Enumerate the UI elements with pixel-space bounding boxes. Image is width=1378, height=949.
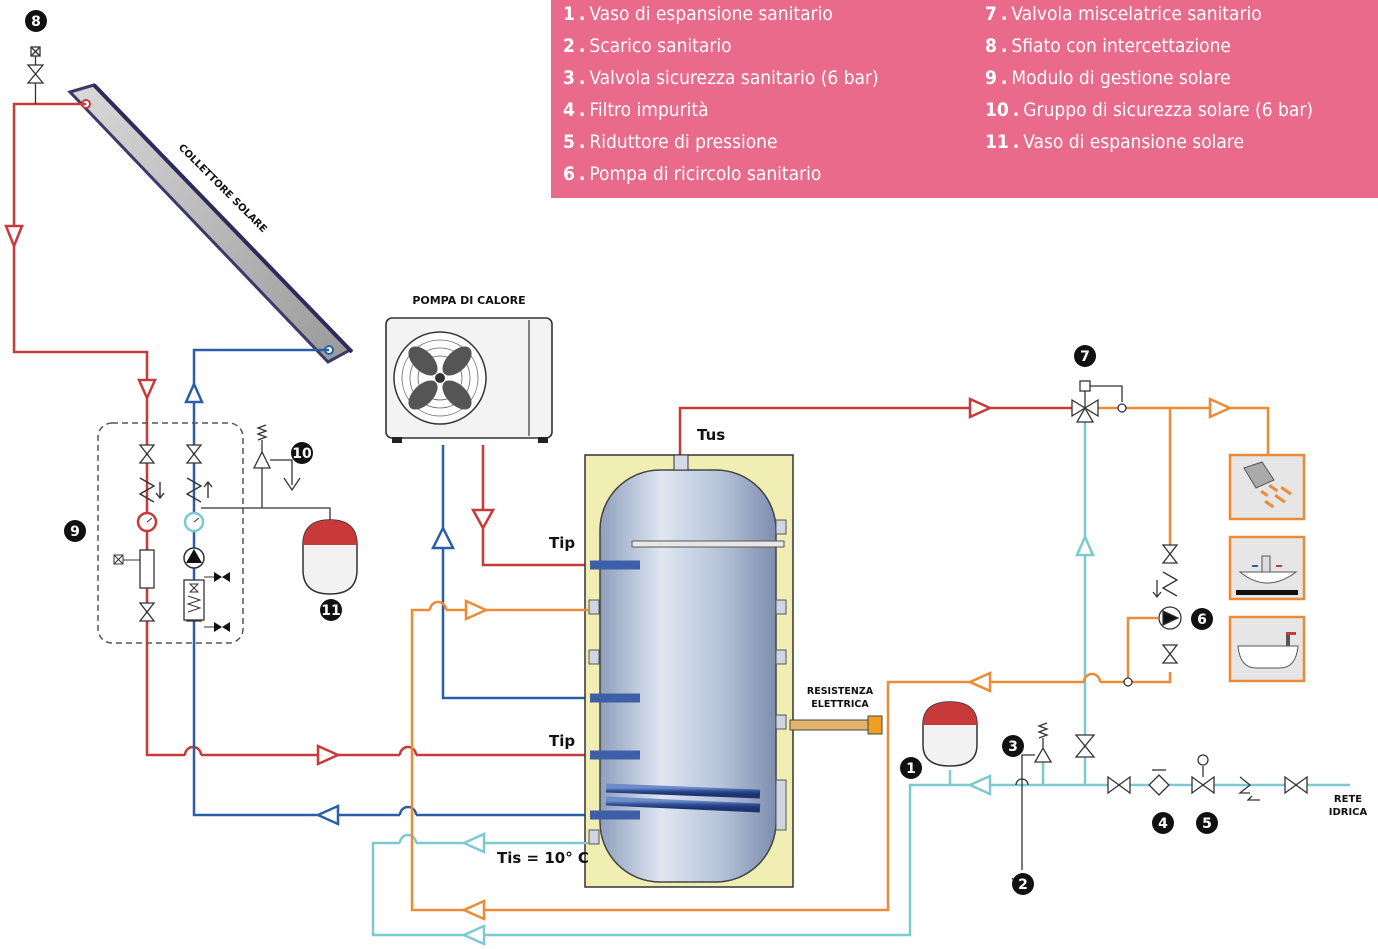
svg-text:4: 4 [1158,816,1168,832]
cold-water-arrows [460,533,1095,946]
badge-4: 4 [1152,812,1174,834]
badge-5: 5 [1196,812,1218,834]
badge-8: 8 [25,10,47,32]
legend-item-6: 6.Pompa di ricircolo sanitario [563,163,822,185]
heat-pump-unit [385,317,553,443]
svg-text:5: 5 [1202,816,1212,832]
legend-item-5: 5.Riduttore di pressione [563,131,778,153]
legend-item-9: 9.Modulo di gestione solare [985,67,1231,89]
legend-item-7: 7.Valvola miscelatrice sanitario [985,3,1262,25]
heat-pump-label: POMPA DI CALORE [412,294,525,307]
legend-item-1: 1.Vaso di espansione sanitario [563,3,833,25]
mixing-valve [1071,380,1127,423]
solar-safety-group [201,424,331,520]
legend-item-10: 10.Gruppo di sicurezza solare (6 bar) [985,99,1314,121]
badge-3: 3 [1002,735,1024,757]
solar-collector [67,83,354,364]
solar-cold-arrows [184,380,456,826]
mains-label-2: IDRICA [1329,807,1368,818]
resistance-label-1: RESISTENZA [807,686,874,697]
svg-text:3: 3 [1008,739,1018,755]
svg-text:9: 9 [70,524,80,540]
badge-1: 1 [900,757,922,779]
bathtub-fixture [1228,615,1306,683]
tip-lower-label: Tip [549,732,575,750]
storage-tank [584,454,794,888]
solar-hot-pipe [12,102,1072,757]
inlet-valve-group [1074,734,1308,801]
resistance-label-2: ELETTRICA [811,699,869,710]
legend-item-4: 4.Filtro impurità [563,99,709,121]
legend-item-3: 3.Valvola sicurezza sanitario (6 bar) [563,67,879,89]
badge-10: 10 [291,442,313,464]
badge-2: 2 [1012,873,1034,895]
recirculation-pump [1123,544,1182,687]
svg-text:1: 1 [906,761,916,777]
domestic-expansion-vessel [922,701,978,767]
svg-text:2: 2 [1018,877,1028,893]
badge-9: 9 [64,520,86,542]
badge-6: 6 [1191,608,1213,630]
tis-label: Tis = 10° C [497,849,589,867]
electric-resistance [789,715,883,735]
svg-text:6: 6 [1197,612,1207,628]
legend-item-8: 8.Sfiato con intercettazione [985,35,1231,57]
solar-expansion-vessel [302,519,358,595]
vent-valve [26,46,45,104]
svg-text:8: 8 [31,14,41,30]
tip-upper-label: Tip [549,534,575,552]
washbasin-fixture [1228,535,1306,601]
solar-module [97,422,244,644]
warm-water-arrows [460,397,1234,921]
badge-7: 7 [1074,345,1096,367]
legend-item-11: 11.Vaso di espansione solare [985,131,1245,153]
svg-text:11: 11 [321,603,340,619]
svg-text:7: 7 [1080,349,1090,365]
tus-label: Tus [697,426,725,444]
solar-hot-arrows [4,224,994,766]
badge-11: 11 [320,599,342,621]
warm-water-pipe [410,406,1270,912]
legend-panel: 1.Vaso di espansione sanitario 2.Scarico… [551,0,1378,198]
svg-text:10: 10 [292,446,312,462]
mains-label-1: RETE [1334,794,1362,805]
shower-fixture [1228,453,1306,521]
legend-item-2: 2.Scarico sanitario [563,35,732,57]
